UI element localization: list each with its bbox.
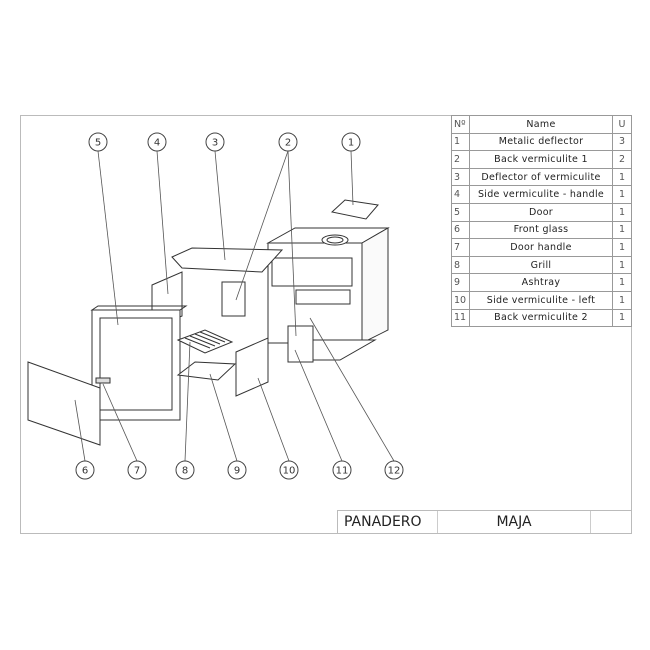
balloon-6 [75,460,95,480]
cell-number: 2 [451,150,470,169]
door [90,305,188,421]
header-units: U [612,115,632,134]
side-vermiculite-left [235,337,269,397]
cell-units: 1 [612,202,632,222]
cell-name: Door handle [469,238,613,257]
balloon-2 [278,132,298,152]
cell-units: 1 [612,185,632,204]
balloon-4 [147,132,167,152]
door-handle [95,377,111,384]
cell-name: Ashtray [469,273,613,292]
cell-name: Front glass [469,220,613,240]
balloon-label: 6 [82,466,88,477]
metalic-deflector [330,199,379,220]
back-vermiculite-1 [221,281,246,317]
balloon-label: 2 [285,138,291,149]
cell-name: Back vermiculite 1 [469,150,613,169]
cell-number: 4 [451,185,470,204]
cell-units: 1 [612,273,632,292]
balloon-label: 11 [336,466,349,477]
cell-number: 11 [451,308,470,328]
cell-name: Metalic deflector [469,132,613,152]
cell-name: Side vermiculite - left [469,290,613,310]
balloon-3 [205,132,225,152]
cell-number: 8 [451,255,470,275]
cell-number: 9 [451,273,470,292]
cell-units: 3 [612,132,632,152]
cell-name: Door [469,202,613,222]
cell-number: 10 [451,290,470,310]
balloon-label: 7 [134,466,140,477]
front-glass [27,361,101,446]
balloon-9 [227,460,247,480]
cell-units: 1 [612,290,632,310]
balloon-label: 12 [388,466,401,477]
title-model: MAJA [438,511,591,533]
cell-number: 6 [451,220,470,240]
deflector-of-vermiculite [171,247,284,273]
balloon-label: 10 [283,466,296,477]
balloon-label: 9 [234,466,240,477]
cell-units: 1 [612,167,632,187]
cell-number: 5 [451,202,470,222]
balloon-7 [127,460,147,480]
cell-number: 1 [451,132,470,152]
balloon-5 [88,132,108,152]
header-name: Name [469,115,613,134]
cell-name: Side vermiculite - handle [469,185,613,204]
header-number: Nº [451,115,470,134]
stove-body [266,227,390,361]
balloon-10 [279,460,299,480]
cell-name: Back vermiculite 2 [469,308,613,328]
title-product-type: PANADERO [338,511,438,533]
balloon-11 [332,460,352,480]
cell-name: Deflector of vermiculite [469,167,613,187]
parts-table-header: Nº Name U [451,115,632,134]
cell-name: Grill [469,255,613,275]
balloon-1 [341,132,361,152]
balloon-12 [384,460,404,480]
balloon-8 [175,460,195,480]
title-block: PANADERO MAJA [337,510,632,534]
cell-number: 7 [451,238,470,257]
cell-units: 1 [612,255,632,275]
ashtray [176,361,237,381]
balloon-label: 3 [212,138,218,149]
back-vermiculite-2 [287,325,314,363]
balloon-label: 4 [154,138,160,149]
cell-units: 2 [612,150,632,169]
title-extra [591,511,631,533]
balloon-label: 1 [348,138,354,149]
cell-units: 1 [612,238,632,257]
balloon-label: 8 [182,466,188,477]
cell-units: 1 [612,220,632,240]
leader-lines [74,150,395,462]
grill [176,329,234,354]
cell-number: 3 [451,167,470,187]
balloon-label: 5 [95,138,101,149]
cell-units: 1 [612,308,632,328]
